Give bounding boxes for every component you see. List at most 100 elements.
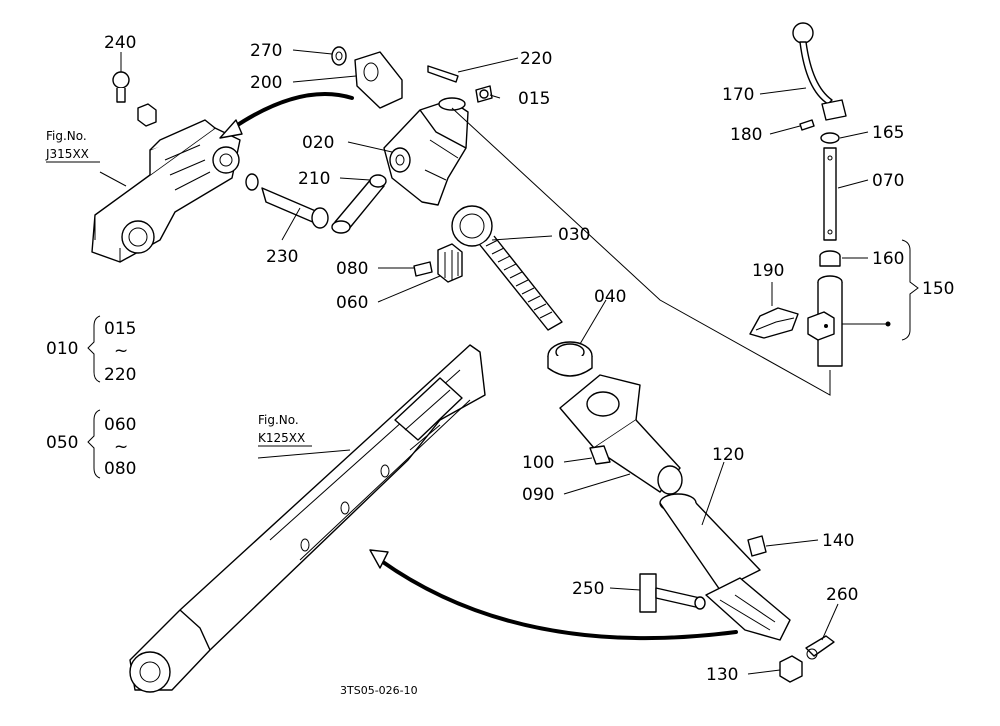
label-230: 230 (266, 247, 298, 267)
bracket-020 (383, 97, 469, 206)
housing-090 (559, 374, 683, 495)
leader-270 (292, 49, 333, 55)
leader-020 (347, 141, 393, 153)
bolt-240 (112, 71, 130, 103)
label-100: 100 (522, 453, 554, 473)
label-020: 020 (302, 133, 334, 153)
leader-180 (769, 125, 801, 135)
fig-ref-K125-title: Fig.No. (258, 413, 299, 427)
cotter-pin-220 (427, 65, 459, 83)
label-050-from: 060 (104, 415, 136, 435)
leader-120 (701, 461, 725, 526)
label-010-tilde: ~ (114, 341, 128, 361)
label-180: 180 (730, 125, 762, 145)
leader-165 (839, 131, 869, 139)
bracket-150 (901, 239, 919, 341)
label-120: 120 (712, 445, 744, 465)
drawing-code: 3TS05-026-10 (340, 684, 418, 697)
bearing-040 (547, 341, 593, 377)
label-010: 010 (46, 339, 78, 359)
lever-170 (792, 22, 847, 121)
bracket-010 (87, 315, 101, 383)
ring-165 (820, 132, 840, 144)
fig-ref-J315-title: Fig.No. (46, 129, 87, 143)
leader-015 (489, 94, 501, 99)
label-160: 160 (872, 249, 904, 269)
fitting-140 (747, 535, 767, 557)
label-050: 050 (46, 433, 78, 453)
label-080: 080 (336, 259, 368, 279)
fig-ref-K125-code: K125XX (258, 431, 305, 445)
pin-210 (331, 174, 387, 234)
arrow-to-lower-link (378, 558, 738, 641)
label-130: 130 (706, 665, 738, 685)
label-050-to: 080 (104, 459, 136, 479)
pin-250 (639, 573, 706, 613)
leader-figK125 (257, 449, 351, 459)
leader-040 (579, 299, 607, 345)
leader-130 (747, 669, 781, 675)
label-200: 200 (250, 73, 282, 93)
label-210: 210 (298, 169, 330, 189)
label-090: 090 (522, 485, 554, 505)
leader-030 (491, 235, 553, 241)
label-250: 250 (572, 579, 604, 599)
pin-180 (799, 119, 815, 131)
grease-nipple-015 (475, 85, 493, 103)
bracket-050 (87, 409, 101, 479)
washer-270 (331, 46, 347, 66)
block-200 (354, 51, 403, 109)
label-170: 170 (722, 85, 754, 105)
label-010-to: 220 (104, 365, 136, 385)
label-240: 240 (104, 33, 136, 53)
label-060: 060 (336, 293, 368, 313)
leader-170 (759, 87, 807, 95)
tube-150 (807, 275, 843, 367)
arrow-to-lift-arm (228, 92, 354, 132)
arrowhead-lift-arm (219, 119, 243, 139)
grease-nipple-100 (589, 445, 611, 465)
sleeve-120 (659, 493, 791, 641)
leader-100 (563, 457, 593, 463)
label-015: 015 (518, 89, 550, 109)
leader-070 (837, 179, 869, 189)
leader-250 (609, 587, 641, 591)
pin-230 (245, 173, 329, 229)
leader-200 (292, 75, 357, 83)
label-050-tilde: ~ (114, 437, 128, 457)
leader-260 (821, 603, 839, 641)
leader-220 (457, 57, 519, 73)
fig-ref-J315-code: J315XX (45, 147, 89, 161)
label-165: 165 (872, 123, 904, 143)
nut-near-240 (137, 103, 157, 127)
clip-260 (805, 635, 835, 660)
screw-shaft-030 (451, 205, 563, 331)
lift-arm-drawing (91, 119, 241, 263)
pin-080 (413, 261, 433, 277)
label-270: 270 (250, 41, 282, 61)
label-070: 070 (872, 171, 904, 191)
nut-130 (779, 655, 803, 683)
label-260: 260 (826, 585, 858, 605)
arrowhead-lower-link (369, 549, 389, 569)
label-190: 190 (752, 261, 784, 281)
leader-230 (281, 207, 301, 241)
nut-060 (437, 243, 463, 283)
collar-160 (819, 250, 841, 267)
label-010-from: 015 (104, 319, 136, 339)
lower-link-drawing (129, 344, 486, 693)
connector-line-150 (451, 107, 831, 396)
leader-210 (339, 177, 371, 181)
label-150: 150 (922, 279, 954, 299)
spring-190 (749, 307, 799, 339)
label-140: 140 (822, 531, 854, 551)
label-220: 220 (520, 49, 552, 69)
leader-060 (377, 275, 441, 303)
leader-figJ315 (99, 171, 127, 187)
rod-070 (823, 147, 837, 241)
label-040: 040 (594, 287, 626, 307)
clip-dot-150 (885, 321, 891, 327)
leader-090 (563, 473, 631, 495)
